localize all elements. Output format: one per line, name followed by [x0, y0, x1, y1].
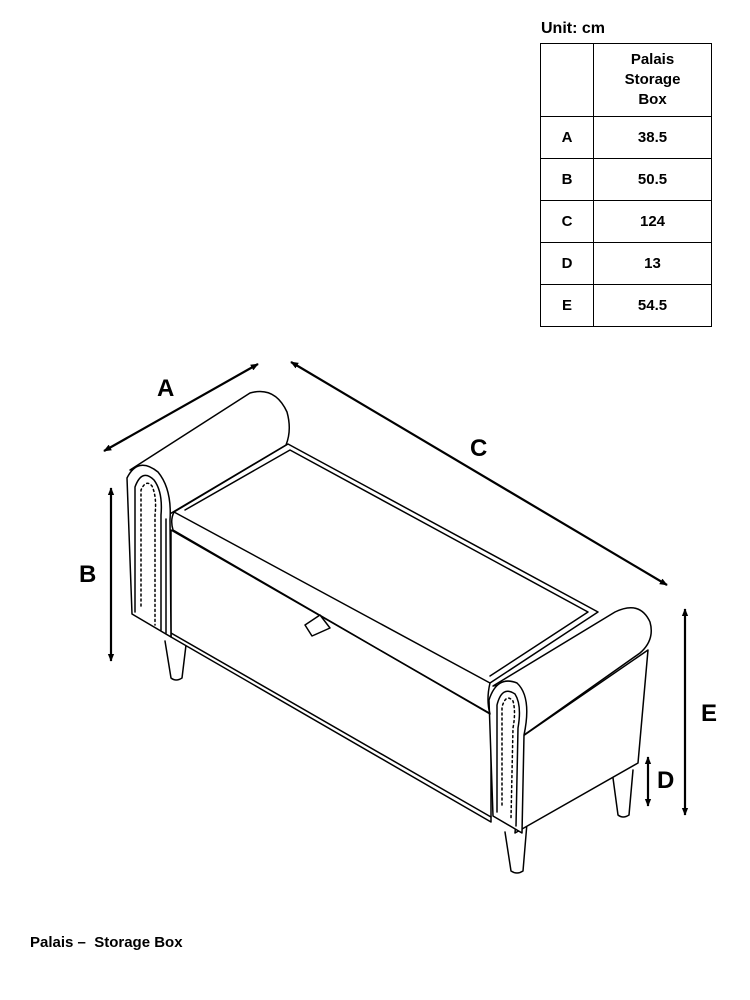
caption: Palais – Storage Box: [30, 934, 183, 951]
left-arm-piping: [140, 482, 157, 626]
lid-inner-line: [184, 449, 589, 677]
dimension-label-d: D: [657, 767, 674, 794]
leg-back-right: [612, 769, 634, 818]
row-value-b: 50.5: [593, 158, 712, 201]
row-value-a: 38.5: [593, 116, 712, 159]
dimension-arrow-c: [290, 361, 668, 586]
row-value-e: 54.5: [593, 284, 712, 327]
left-arm-front: [126, 464, 172, 638]
row-label-d: D: [540, 242, 594, 285]
dimension-arrows: [103, 361, 689, 816]
lid-handle: [304, 614, 331, 637]
row-value-c: 124: [593, 200, 712, 243]
leg-front-right: [504, 822, 528, 874]
dimension-arrow-a: [103, 363, 259, 452]
table-row: C 124: [540, 200, 712, 243]
table-header-row: Palais Storage Box: [540, 43, 712, 117]
right-arm-front: [488, 680, 528, 834]
row-label-b: B: [540, 158, 594, 201]
table-row: D 13: [540, 242, 712, 285]
row-label-e: E: [540, 284, 594, 327]
unit-label: Unit: cm: [541, 20, 605, 37]
header-line-1: Palais: [630, 51, 675, 68]
dimension-label-b: B: [79, 561, 96, 588]
dimension-label-a: A: [157, 375, 174, 402]
dimension-label-e: E: [701, 700, 717, 727]
table-row: E 54.5: [540, 284, 712, 327]
leg-left: [164, 640, 187, 681]
row-label-c: C: [540, 200, 594, 243]
box-bottom-edge: [170, 632, 492, 818]
dimension-labels: A B C D E: [79, 375, 717, 794]
table-header-product: Palais Storage Box: [593, 43, 712, 117]
storage-box-illustration: [126, 390, 652, 874]
dimensions-table: Palais Storage Box A 38.5 B 50.5 C 124 D…: [540, 43, 712, 327]
right-arm-scroll: [496, 690, 521, 827]
row-value-d: 13: [593, 242, 712, 285]
right-arm-piping: [501, 697, 516, 819]
table-row: A 38.5: [540, 116, 712, 159]
table-corner-cell: [540, 43, 594, 117]
header-line-3: Box: [638, 91, 667, 108]
left-arm-scroll: [134, 474, 163, 631]
dimension-label-c: C: [470, 435, 487, 462]
header-line-2: Storage: [624, 71, 681, 88]
table-row: B 50.5: [540, 158, 712, 201]
lid-front-edge: [170, 511, 491, 715]
